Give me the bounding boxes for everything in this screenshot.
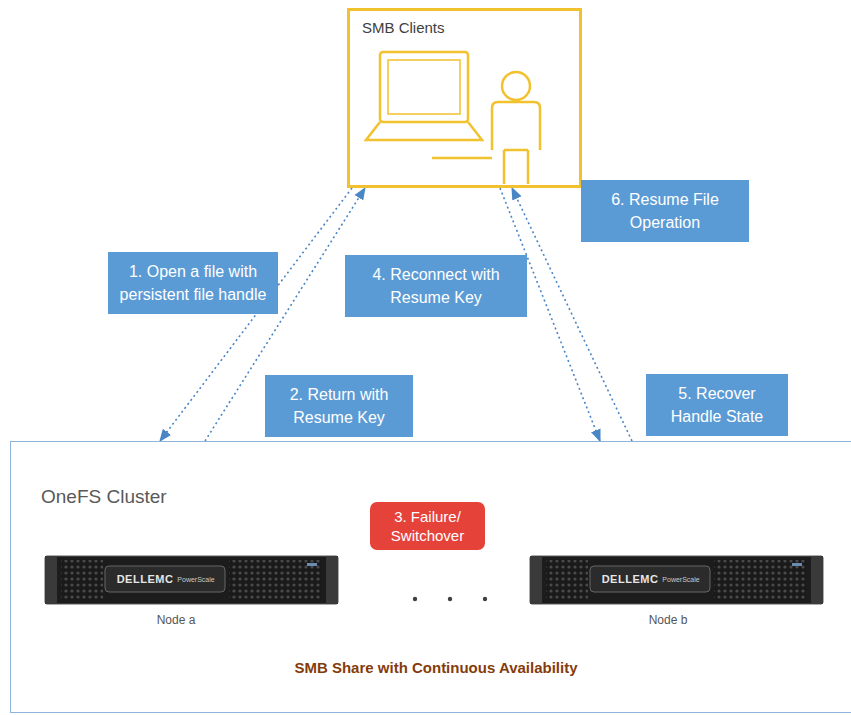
box-text: SMB Clients <box>362 19 567 36</box>
server-node-b <box>530 556 823 604</box>
box-text: 3. Failure/ Switchover <box>376 507 479 546</box>
client-group: SMB Clients <box>347 8 582 188</box>
brand-logo: DELLEMC <box>602 573 659 585</box>
model-name: PowerScale <box>177 576 214 583</box>
box-caption: SMB Share with Continuous Availability <box>11 659 851 676</box>
box-text: 4. Reconnect with Resume Key <box>351 263 521 309</box>
model-name: PowerScale <box>662 576 699 583</box>
node-label: Node b <box>649 613 688 627</box>
box-text: 5. Recover Handle State <box>652 382 782 428</box>
brand-logo: DELLEMC <box>117 573 174 585</box>
box-text: OneFS Cluster <box>41 486 167 508</box>
box-text: 2. Return with Resume Key <box>271 383 407 429</box>
node-label: Node a <box>157 613 196 627</box>
ellipsis-dots <box>413 597 487 601</box>
box-text: 6. Resume File Operation <box>587 188 743 234</box>
step-box: 1. Open a file with persistent file hand… <box>108 252 278 314</box>
step-box: 6. Resume File Operation <box>581 180 749 242</box>
box-text: 1. Open a file with persistent file hand… <box>114 260 272 306</box>
person-icon <box>432 72 540 184</box>
step-box: 4. Reconnect with Resume Key <box>345 255 527 317</box>
step-box: 2. Return with Resume Key <box>265 375 413 437</box>
failure-box: 3. Failure/ Switchover <box>370 502 485 550</box>
laptop-icon <box>366 52 482 140</box>
server-node-a <box>45 556 338 604</box>
step-box: 5. Recover Handle State <box>646 374 788 436</box>
